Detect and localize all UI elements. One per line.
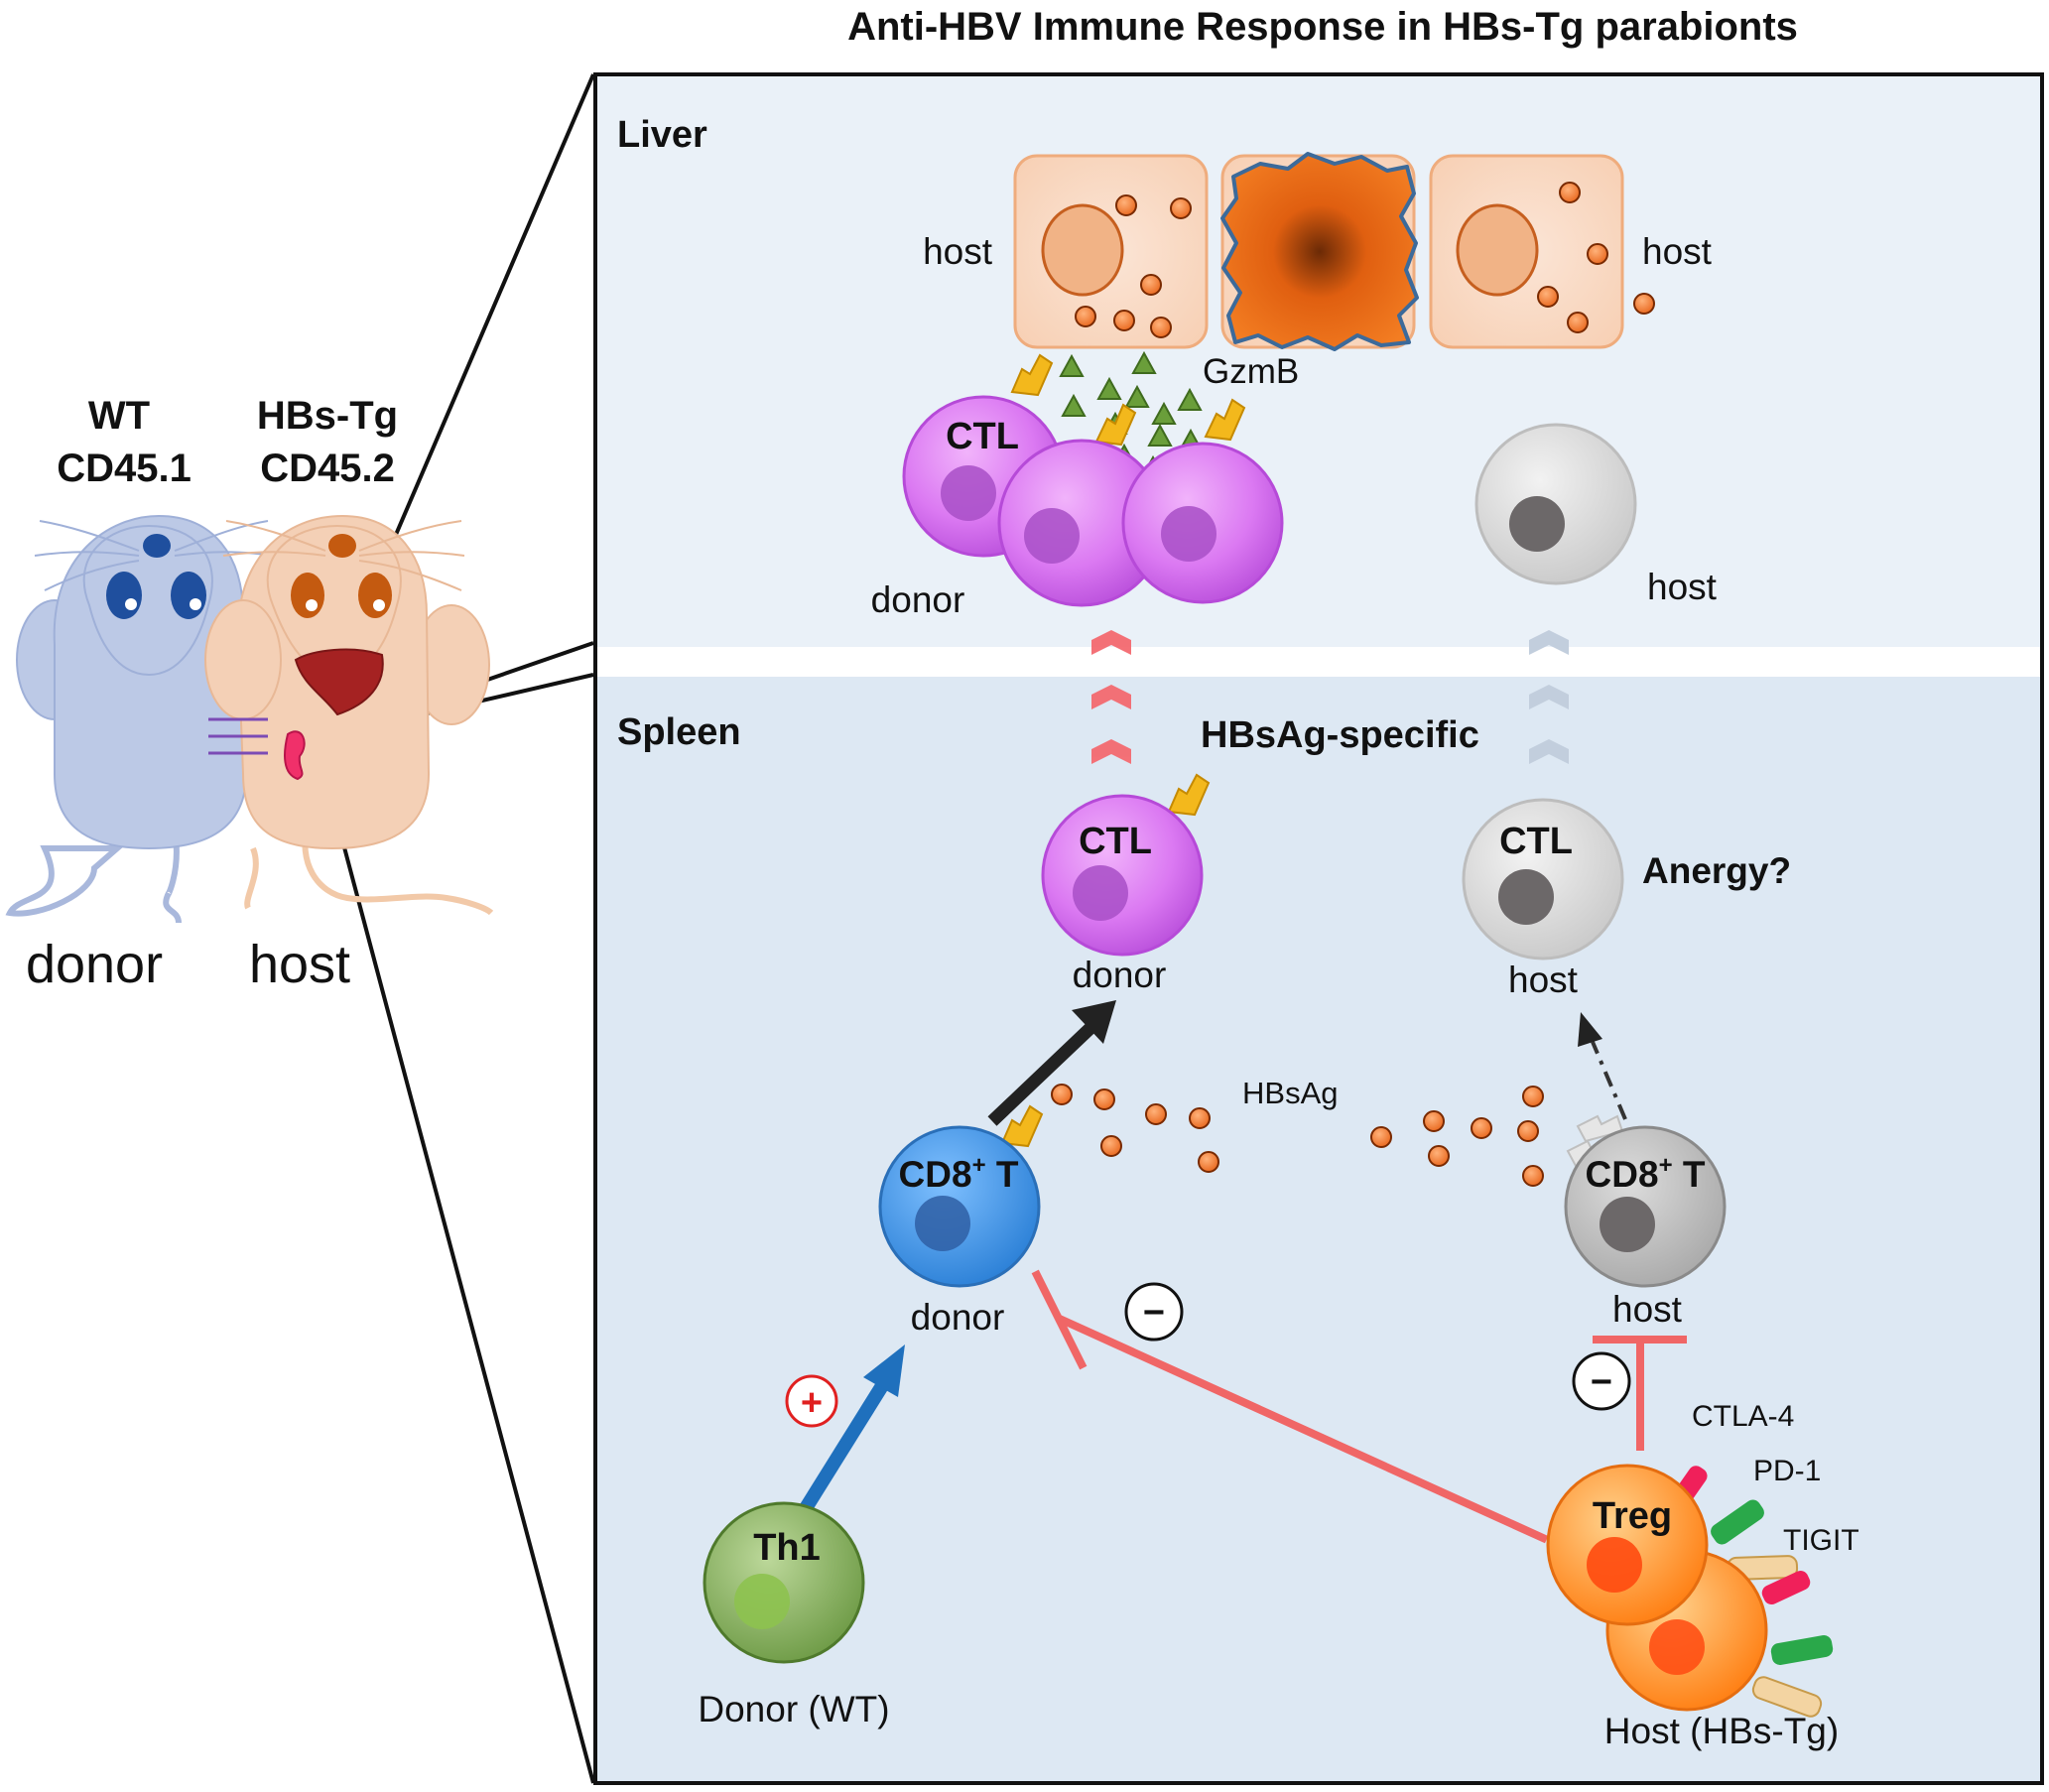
- granzyme-granule: [1124, 384, 1150, 408]
- receptor-label-tigit: TIGIT: [1783, 1524, 1859, 1557]
- treg-cluster: [1546, 1464, 1834, 1718]
- liver-label: Liver: [617, 114, 707, 156]
- hbsag-particle: [1170, 197, 1192, 219]
- hbsag-particle: [1100, 1135, 1122, 1157]
- liver-inactive-host-label: host: [1647, 567, 1718, 607]
- hepatocyte-right: [1429, 154, 1624, 349]
- spleen-hbsag-particles: [1051, 1084, 1544, 1187]
- hbsag-particle: [1587, 243, 1608, 265]
- th1-origin: Donor (WT): [698, 1689, 889, 1729]
- plus-sign: +: [785, 1374, 838, 1428]
- hbsag-particle: [1522, 1165, 1544, 1187]
- hbsag-particle: [1522, 1086, 1544, 1107]
- mouse-left-marker: CD45.1: [57, 447, 192, 490]
- treg-origin: Host (HBs-Tg): [1604, 1711, 1839, 1751]
- cd8-donor-label: CD8+ T: [899, 1152, 1019, 1195]
- hepatocyte-left: [1013, 154, 1209, 349]
- cd8-t-donor: [878, 1104, 1044, 1288]
- gzmb-label: GzmB: [1203, 352, 1299, 391]
- hbsag-particle: [1051, 1084, 1073, 1105]
- hbsag-particle: [1423, 1110, 1445, 1132]
- hbsag-particle: [1093, 1088, 1115, 1110]
- th1-cell: [703, 1501, 865, 1664]
- hbsag-particle: [1075, 306, 1096, 327]
- cd8-host-label: CD8+ T: [1586, 1152, 1706, 1195]
- granzyme-granule: [1061, 393, 1087, 417]
- cd8-host-dashed-arrow: [1578, 1012, 1627, 1120]
- granzyme-granule: [1147, 423, 1173, 447]
- liver-ctl-label: CTL: [946, 416, 1019, 457]
- mouse-right-marker: CD45.2: [260, 447, 395, 490]
- granzyme-granule: [1096, 376, 1122, 400]
- svg-text:+: +: [801, 1382, 823, 1424]
- cd8-host-origin: host: [1612, 1289, 1683, 1330]
- mouse-hbstg-host: [204, 514, 494, 916]
- granzyme-granule: [1151, 401, 1177, 425]
- hbsag-particle: [1471, 1117, 1492, 1139]
- hbsag-particle: [1198, 1151, 1219, 1173]
- hbsag-specific-label: HBsAg-specific: [1201, 714, 1479, 756]
- hbsag-particle: [1559, 182, 1581, 203]
- hbsag-particle: [1150, 317, 1172, 338]
- cd8-donor-origin: donor: [911, 1297, 1005, 1338]
- treg-inhibits-donor-cd8: [1031, 1269, 1549, 1544]
- granzyme-granule: [1131, 350, 1157, 374]
- hbsag-particle: [1428, 1145, 1450, 1167]
- liver-host-left-label: host: [923, 231, 993, 272]
- liver-ctl-cluster: [902, 353, 1284, 607]
- spleen-ctl-donor: [1041, 773, 1211, 957]
- hbsag-particle: [1517, 1120, 1539, 1142]
- cd8-donor-activation-arrow: [987, 1000, 1116, 1126]
- svg-text:−: −: [1591, 1361, 1612, 1403]
- treg-receptors: [1666, 1466, 1834, 1718]
- hbsag-particle: [1633, 293, 1655, 315]
- liver-hbsag-particles: [1075, 182, 1655, 338]
- liver-host-inactive-cell: [1474, 423, 1637, 585]
- mouse-left-strain: WT: [88, 394, 150, 438]
- hbsag-particle: [1115, 194, 1137, 216]
- liver-host-right-label: host: [1642, 231, 1713, 272]
- mouse-right-strain: HBs-Tg: [257, 394, 398, 438]
- hbsag-label: HBsAg: [1242, 1076, 1338, 1110]
- spleen-ctl-donor-label: CTL: [1079, 821, 1152, 862]
- cd8-t-host: [1564, 1114, 1727, 1288]
- hbsag-particle: [1145, 1103, 1167, 1125]
- hbsag-particle: [1189, 1107, 1211, 1129]
- minus-sign-donor: −: [1124, 1282, 1184, 1342]
- hbsag-particle: [1140, 274, 1162, 296]
- spleen-ctl-host-origin: host: [1508, 960, 1579, 1000]
- host-migration-chevrons: [1529, 630, 1569, 764]
- figure-title: Anti-HBV Immune Response in HBs-Tg parab…: [847, 5, 1798, 49]
- treg-inhibits-host-cd8: [1593, 1336, 1687, 1451]
- th1-label: Th1: [753, 1527, 821, 1569]
- liver-donor-label: donor: [871, 579, 965, 620]
- receptor-label-pd1: PD-1: [1753, 1455, 1821, 1487]
- svg-text:−: −: [1143, 1292, 1165, 1334]
- hbsag-particle: [1370, 1126, 1392, 1148]
- spleen-ctl-host: [1462, 798, 1624, 960]
- minus-sign-host: −: [1572, 1351, 1631, 1411]
- hbsag-particle: [1567, 312, 1589, 333]
- donor-migration-chevrons: [1091, 630, 1131, 764]
- receptor-label-ctla4: CTLA-4: [1692, 1400, 1794, 1433]
- anergy-label: Anergy?: [1642, 850, 1791, 891]
- mouse-wt-donor: [5, 514, 274, 924]
- hbsag-particle: [1537, 286, 1559, 308]
- zoom-lines: [314, 73, 595, 1784]
- spleen-label: Spleen: [617, 711, 741, 753]
- mouse-right-role: host: [249, 935, 350, 994]
- granzyme-granule: [1177, 387, 1203, 411]
- mouse-left-role: donor: [26, 935, 163, 994]
- spleen-ctl-donor-origin: donor: [1073, 955, 1167, 995]
- granzyme-granule: [1059, 353, 1085, 377]
- hbsag-particle: [1113, 310, 1135, 331]
- spleen-ctl-host-label: CTL: [1499, 821, 1573, 862]
- hepatocyte-dying: [1220, 152, 1419, 351]
- treg-label: Treg: [1593, 1495, 1672, 1537]
- th1-help-arrow: [800, 1344, 905, 1512]
